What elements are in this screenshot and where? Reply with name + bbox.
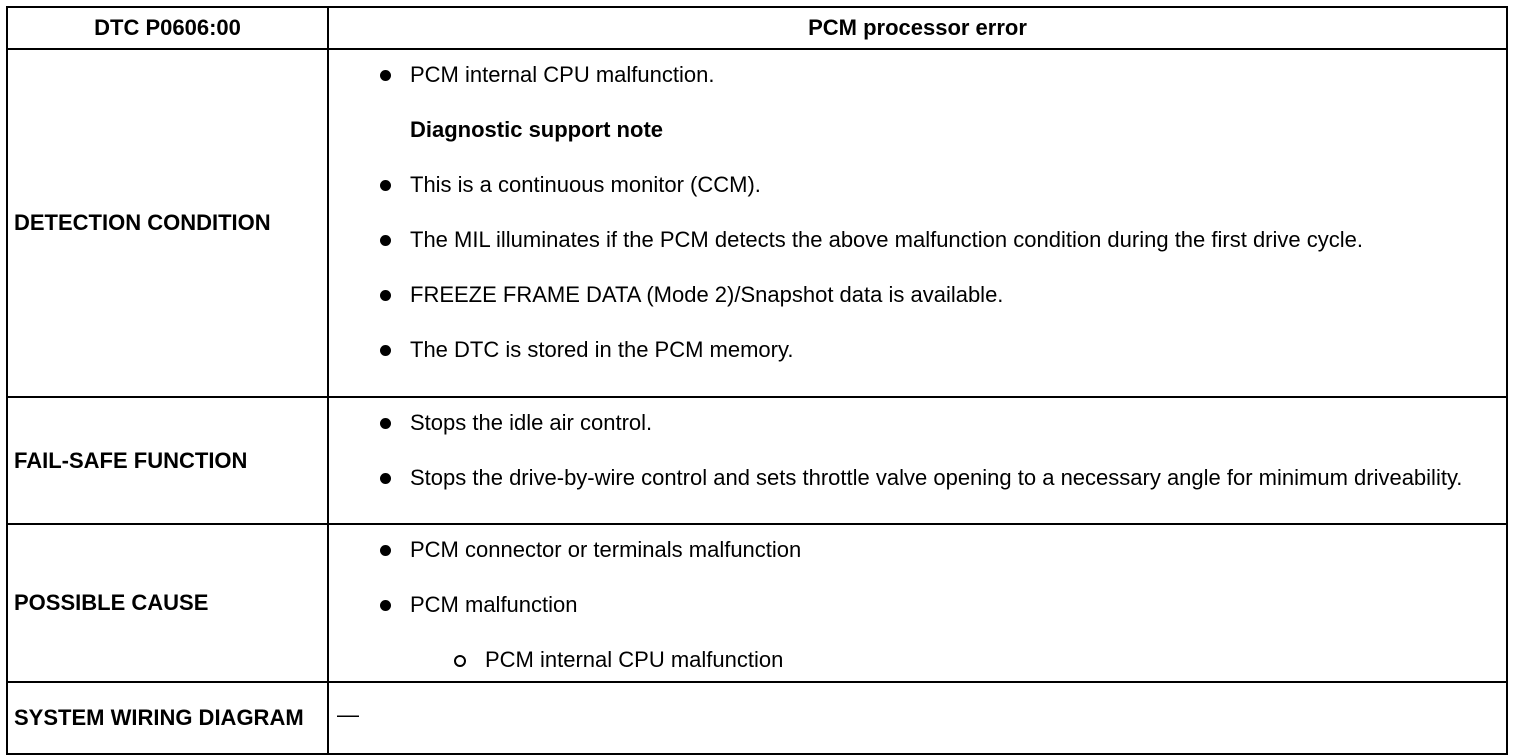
fail-safe-function-list: Stops the idle air control. Stops the dr… — [329, 398, 1506, 499]
possible-cause-list: PCM connector or terminals malfunction P… — [329, 525, 1506, 681]
detection-condition-list: PCM internal CPU malfunction. Diagnostic… — [329, 50, 1506, 371]
table-row-detection-condition: DETECTION CONDITION PCM internal CPU mal… — [6, 48, 1508, 398]
list-item: PCM internal CPU malfunction. — [329, 60, 1476, 90]
list-item: PCM malfunction — [329, 590, 1476, 620]
table-row-fail-safe-function: FAIL-SAFE FUNCTION Stops the idle air co… — [6, 396, 1508, 525]
table-row-possible-cause: POSSIBLE CAUSE PCM connector or terminal… — [6, 523, 1508, 683]
list-item: Stops the drive-by-wire control and sets… — [329, 463, 1476, 493]
list-item: Stops the idle air control. — [329, 408, 1476, 438]
table-header-row: DTC P0606:00 PCM processor error — [6, 6, 1508, 50]
list-item: This is a continuous monitor (CCM). — [329, 170, 1476, 200]
wiring-diagram-value: — — [337, 702, 359, 727]
list-item: PCM connector or terminals malfunction — [329, 535, 1476, 565]
dtc-table: DTC P0606:00 PCM processor error DETECTI… — [6, 6, 1508, 755]
row-content-system-wiring-diagram: — — [327, 681, 1508, 755]
row-label-fail-safe-function: FAIL-SAFE FUNCTION — [6, 396, 329, 525]
diagnostic-support-note-heading: Diagnostic support note — [410, 117, 663, 142]
row-content-possible-cause: PCM connector or terminals malfunction P… — [327, 523, 1508, 683]
row-label-system-wiring-diagram: SYSTEM WIRING DIAGRAM — [6, 681, 329, 755]
table-row-system-wiring-diagram: SYSTEM WIRING DIAGRAM — — [6, 681, 1508, 755]
row-content-fail-safe-function: Stops the idle air control. Stops the dr… — [327, 396, 1508, 525]
row-label-possible-cause: POSSIBLE CAUSE — [6, 523, 329, 683]
list-item: The DTC is stored in the PCM memory. — [329, 335, 1476, 365]
list-item: FREEZE FRAME DATA (Mode 2)/Snapshot data… — [329, 280, 1476, 310]
dtc-code: DTC P0606:00 — [6, 6, 329, 50]
sub-list-item: PCM internal CPU malfunction — [329, 645, 1476, 675]
dtc-title: PCM processor error — [327, 6, 1508, 50]
row-content-detection-condition: PCM internal CPU malfunction. Diagnostic… — [327, 48, 1508, 398]
row-label-detection-condition: DETECTION CONDITION — [6, 48, 329, 398]
list-item: The MIL illuminates if the PCM detects t… — [329, 225, 1476, 255]
